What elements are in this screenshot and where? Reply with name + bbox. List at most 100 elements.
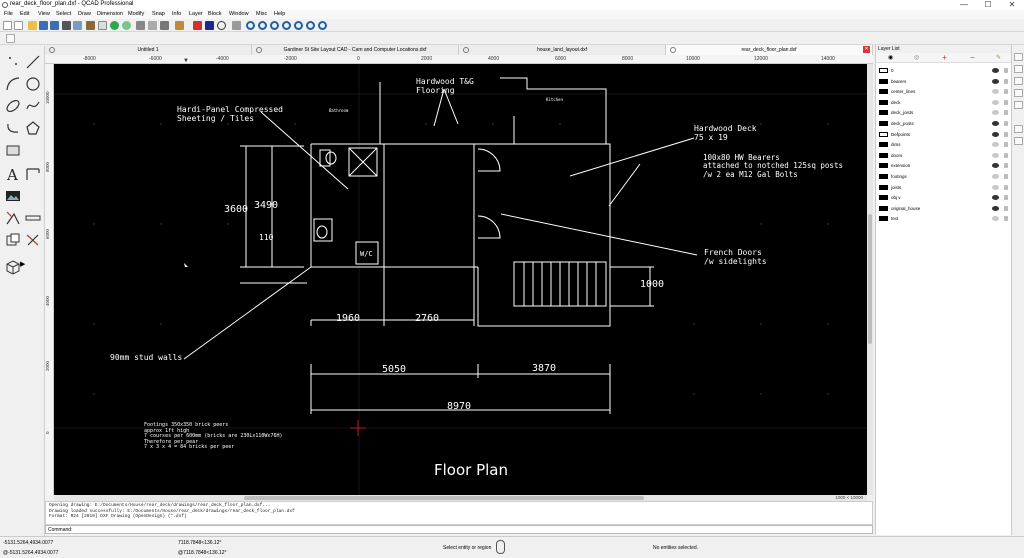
menu-view[interactable]: View xyxy=(38,11,50,17)
layer-visibility-icon[interactable] xyxy=(992,163,999,169)
cut-icon[interactable] xyxy=(98,21,107,30)
hide-all-layers-icon[interactable]: ◎ xyxy=(914,55,920,61)
layer-row[interactable]: obj v xyxy=(876,193,1012,204)
menu-modify[interactable]: Modify xyxy=(128,11,145,17)
layer-lock-icon[interactable] xyxy=(1004,163,1008,169)
paste-icon[interactable] xyxy=(148,21,157,30)
layer-row[interactable]: deck_joists xyxy=(876,108,1012,119)
layer-visibility-icon[interactable] xyxy=(992,174,999,179)
save-icon[interactable] xyxy=(39,21,48,30)
layer-row[interactable]: bearers xyxy=(876,77,1012,88)
line-tool-icon[interactable] xyxy=(23,52,41,70)
tab-close-icon[interactable] xyxy=(670,47,676,53)
layer-lock-icon[interactable] xyxy=(1004,89,1008,95)
layer-row[interactable]: deck xyxy=(876,98,1012,109)
layer-row[interactable]: doors xyxy=(876,151,1012,162)
tab-close-icon[interactable] xyxy=(463,47,469,53)
circle-tool-icon[interactable] xyxy=(23,74,41,92)
pen-icon[interactable] xyxy=(193,21,202,30)
horizontal-scrollbar[interactable]: 1000 < 10000 xyxy=(54,495,867,501)
spline-tool-icon[interactable] xyxy=(23,96,41,114)
minimize-button[interactable]: — xyxy=(960,0,968,9)
layer-visibility-icon[interactable] xyxy=(992,121,999,126)
tab-close-icon[interactable] xyxy=(49,47,55,53)
open-folder-icon[interactable] xyxy=(28,21,37,30)
measure-tool-icon[interactable] xyxy=(23,208,41,226)
menu-dimension[interactable]: Dimension xyxy=(97,11,123,17)
close-drawing-icon[interactable]: ✕ xyxy=(863,46,870,53)
layer-lock-icon[interactable] xyxy=(1004,78,1008,84)
layer-visibility-icon[interactable] xyxy=(992,184,999,190)
modify-tool-icon[interactable] xyxy=(3,230,21,248)
clipboard-icon[interactable] xyxy=(160,21,169,30)
zoom-window-icon[interactable] xyxy=(282,21,291,30)
options-icon[interactable] xyxy=(86,21,95,30)
redo-icon[interactable] xyxy=(122,21,131,30)
layer-lock-icon[interactable] xyxy=(1004,152,1008,158)
dock-tab-icon[interactable] xyxy=(1014,89,1023,97)
layer-row[interactable]: original_house xyxy=(876,204,1012,215)
hatch-tool-icon[interactable] xyxy=(3,140,21,158)
new-file-icon[interactable] xyxy=(3,21,12,30)
tab-close-icon[interactable] xyxy=(256,47,262,53)
layer-visibility-icon[interactable] xyxy=(992,142,999,148)
dock-tab-icon[interactable] xyxy=(1014,77,1023,85)
3d-view-icon[interactable] xyxy=(3,257,21,275)
menu-snap[interactable]: Snap xyxy=(152,11,165,17)
layer-row[interactable]: text xyxy=(876,214,1012,225)
layer-row[interactable]: dims xyxy=(876,140,1012,151)
command-input[interactable]: Command: xyxy=(45,525,873,534)
zoom-pan-icon[interactable] xyxy=(306,21,315,30)
tab-house-land-layout[interactable]: house_land_layout.dxf xyxy=(459,45,666,55)
print-icon[interactable] xyxy=(62,21,71,30)
text-tool-icon[interactable]: A xyxy=(3,164,21,184)
menu-info[interactable]: Info xyxy=(172,11,182,17)
layer-lock-icon[interactable] xyxy=(1004,195,1008,201)
layer-lock-icon[interactable] xyxy=(1004,205,1008,211)
zoom-auto-icon[interactable] xyxy=(270,21,279,30)
layer-lock-icon[interactable] xyxy=(1004,216,1008,222)
layer-lock-icon[interactable] xyxy=(1004,110,1008,116)
maximize-button[interactable]: ☐ xyxy=(984,0,992,9)
image-tool-icon[interactable] xyxy=(3,186,21,204)
menu-edit[interactable]: Edit xyxy=(20,11,30,17)
drawing-canvas[interactable]: Bathroom Kitchen W/C 3600 3490 110 1960 … xyxy=(54,64,867,495)
menu-block[interactable]: Block xyxy=(208,11,222,17)
menu-window[interactable]: Window xyxy=(229,11,249,17)
new-template-icon[interactable] xyxy=(14,21,23,30)
vertical-scroll-thumb[interactable] xyxy=(868,214,872,344)
dock-tab-icon[interactable] xyxy=(1014,53,1023,61)
dock-tab-icon[interactable] xyxy=(1014,101,1023,109)
close-button[interactable]: ✕ xyxy=(1008,0,1016,9)
layer-visibility-icon[interactable] xyxy=(992,110,999,116)
block-tool-icon[interactable] xyxy=(3,208,21,226)
show-all-layers-icon[interactable]: ◉ xyxy=(888,55,894,61)
layer-row[interactable]: Defpoints xyxy=(876,130,1012,141)
shape-tool-icon[interactable] xyxy=(23,118,41,136)
menu-help[interactable]: Help xyxy=(274,11,286,17)
dimension-tool-icon[interactable] xyxy=(23,164,41,182)
ellipse-tool-icon[interactable] xyxy=(3,96,21,114)
edit-layer-icon[interactable]: ✎ xyxy=(996,55,1002,61)
layer-row[interactable]: 0 xyxy=(876,66,1012,77)
add-layer-icon[interactable]: + xyxy=(942,53,947,62)
layer-visibility-icon[interactable] xyxy=(992,216,999,222)
line-type-icon[interactable] xyxy=(217,21,226,30)
dock-tab-icon[interactable] xyxy=(1014,65,1023,73)
save-as-icon[interactable] xyxy=(50,21,59,30)
layer-visibility-icon[interactable] xyxy=(992,152,999,158)
menu-draw[interactable]: Draw xyxy=(78,11,91,17)
pointer-icon[interactable] xyxy=(6,34,15,43)
menu-file[interactable]: File xyxy=(4,11,13,17)
remove-layer-icon[interactable]: − xyxy=(970,53,975,62)
print-preview-icon[interactable] xyxy=(73,21,82,30)
arc-tool-icon[interactable] xyxy=(3,74,21,92)
expand-arrow-icon[interactable]: ▶ xyxy=(20,261,26,268)
layer-visibility-icon[interactable] xyxy=(992,89,999,95)
layer-row[interactable]: deck_posts xyxy=(876,119,1012,130)
dock-tab-icon[interactable] xyxy=(1014,125,1023,133)
layer-lock-icon[interactable] xyxy=(1004,121,1008,126)
tab-gardiner-site-layout[interactable]: Gardiner St Site Layout CAD - Cam and Co… xyxy=(252,45,459,55)
layer-row[interactable]: footings xyxy=(876,172,1012,183)
zoom-out-icon[interactable] xyxy=(258,21,267,30)
